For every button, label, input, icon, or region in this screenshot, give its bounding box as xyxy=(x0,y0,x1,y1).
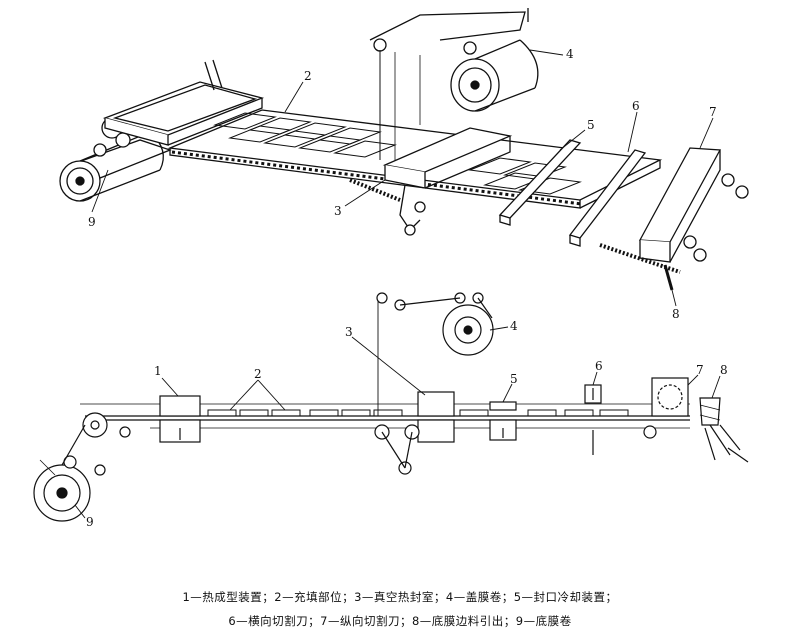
thermoforming-station-side xyxy=(159,395,201,443)
callout-side-5: 5 xyxy=(510,372,518,386)
callout-side-7: 7 xyxy=(696,363,704,377)
side-view xyxy=(33,292,749,522)
bottom-film-roll-side xyxy=(33,424,106,522)
callout-iso-3: 3 xyxy=(334,204,342,218)
cross-cutter-side xyxy=(584,384,602,455)
callout-iso-8: 8 xyxy=(672,307,680,321)
callout-side-8: 8 xyxy=(720,363,728,377)
seal-cooling-device-side xyxy=(489,401,517,441)
caption-line-2: 6—横向切割刀；7—纵向切割刀；8—底膜边料引出；9—底膜卷 xyxy=(228,614,572,628)
thermoforming-station-iso xyxy=(102,59,265,146)
longitudinal-cutter-side xyxy=(643,377,689,439)
callout-side-2: 2 xyxy=(254,367,262,381)
seal-cooling-device-iso xyxy=(498,139,582,226)
lid-film-roll-iso xyxy=(369,8,539,160)
isometric-callouts: 9 2 3 4 5 6 7 8 xyxy=(88,47,717,321)
callout-iso-6: 6 xyxy=(632,99,640,113)
callout-side-9: 9 xyxy=(86,515,94,529)
longitudinal-cutter-iso xyxy=(599,147,749,291)
trim-takeoff-side xyxy=(699,397,749,463)
callout-side-3: 3 xyxy=(345,325,353,339)
callout-iso-7: 7 xyxy=(709,105,717,119)
callout-side-1: 1 xyxy=(154,364,162,378)
isometric-view xyxy=(59,8,749,307)
callout-iso-2: 2 xyxy=(304,69,312,83)
lid-film-roll-side xyxy=(376,292,494,356)
callout-side-4: 4 xyxy=(510,319,518,333)
side-view-callouts: 1 2 3 4 5 6 7 8 9 xyxy=(86,319,728,529)
cross-cutter-iso xyxy=(568,149,647,247)
callout-side-6: 6 xyxy=(595,359,603,373)
callout-iso-9: 9 xyxy=(88,215,96,229)
vacuum-sealing-chamber-side xyxy=(374,300,455,475)
callout-iso-4: 4 xyxy=(566,47,574,61)
callout-iso-5: 5 xyxy=(587,118,595,132)
forming-cavities-side xyxy=(207,409,629,417)
vacuum-sealing-chamber-iso xyxy=(349,127,513,236)
caption-line-1: 1—热成型装置；2—充填部位；3—真空热封室；4—盖膜卷；5—封口冷却装置； xyxy=(182,590,618,604)
